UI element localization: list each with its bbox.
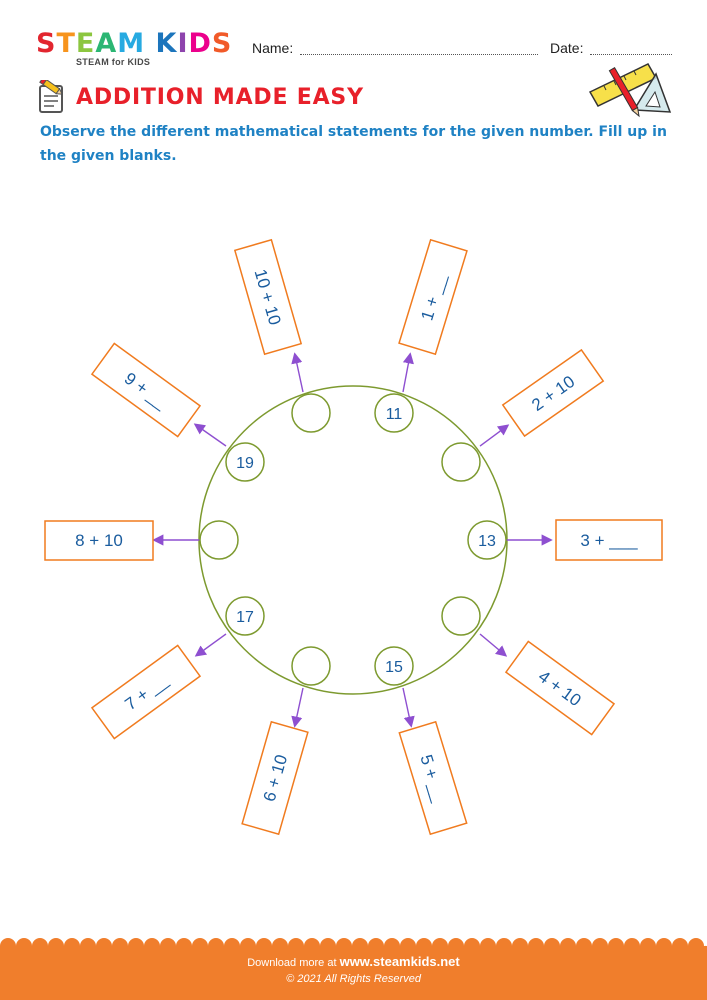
footer-copyright: © 2021 All Rights Reserved	[286, 973, 421, 985]
small-circle-bottom-left[interactable]	[291, 646, 331, 686]
worksheet-title: ADDITION MADE EASY	[76, 85, 364, 110]
logo-letter: S	[36, 28, 57, 59]
logo-letter: D	[188, 28, 212, 59]
equation-box-9-blank: 9 + __	[90, 342, 202, 438]
steam-kids-logo: STEAM KIDS STEAM for KIDS	[36, 30, 236, 70]
name-label: Name:	[252, 40, 294, 56]
footer-download: Download more at www.steamkids.net	[0, 954, 707, 969]
small-circle-top-left[interactable]	[291, 393, 331, 433]
date-label: Date:	[550, 40, 584, 56]
circle-number-lower-left: 17	[236, 609, 254, 626]
small-circle-upper-right[interactable]	[441, 442, 481, 482]
logo-letter: M	[117, 28, 146, 59]
big-circle	[198, 385, 508, 695]
logo-letter: A	[95, 28, 118, 59]
pencil-paper-icon	[39, 80, 63, 113]
logo-text: STEAM KIDS	[36, 30, 236, 58]
logo-letter: T	[56, 28, 76, 59]
arrow-bottom-left	[291, 687, 304, 728]
logo-letter: S	[211, 28, 233, 59]
footer-band	[0, 938, 707, 1000]
equation-box-1-blank: 1 + __	[398, 238, 468, 356]
equation-box-10-10: 10 + 10	[233, 238, 303, 356]
ruler-triangle-icon	[588, 63, 672, 118]
equation-box-7-blank: 7 + __	[90, 644, 202, 740]
arrow-top-right	[402, 352, 414, 393]
footer-site-link[interactable]: www.steamkids.net	[339, 954, 460, 969]
small-circle-lower-right[interactable]	[441, 596, 481, 636]
footer-download-prefix: Download more at	[247, 957, 337, 969]
arrow-upper-right	[479, 424, 510, 447]
circle-number-bottom-right: 15	[385, 659, 403, 676]
equation-box-2-10: 2 + 10	[501, 348, 605, 438]
small-circle-top-right	[374, 393, 414, 433]
small-circle-bottom-right	[374, 646, 414, 686]
logo-letter: I	[177, 28, 189, 59]
circle-number-top-right: 11	[386, 406, 403, 423]
arrow-lower-right	[479, 633, 508, 657]
arrow-bottom-right	[402, 687, 415, 728]
logo-subtext: STEAM for KIDS	[76, 57, 151, 67]
date-field[interactable]	[590, 54, 672, 55]
arrow-upper-left	[193, 423, 227, 447]
name-field[interactable]	[300, 54, 538, 55]
logo-letter: E	[75, 28, 96, 59]
box-text: 8 + 10	[75, 531, 123, 550]
small-circle-left[interactable]	[199, 520, 239, 560]
equation-box-4-10: 4 + 10	[504, 640, 616, 736]
arrow-lower-left	[194, 633, 227, 657]
arrow-top-left	[291, 352, 304, 393]
instructions: Observe the different mathematical state…	[40, 124, 667, 164]
equation-box-5-blank: 5 + __	[398, 720, 468, 836]
equation-box-3-blank: 3 + ___	[555, 519, 663, 561]
box-text: 3 + ___	[580, 531, 638, 550]
small-circle-right	[467, 520, 507, 560]
small-circle-lower-left	[225, 596, 265, 636]
logo-letter: K	[155, 28, 178, 59]
equation-box-6-10: 6 + 10	[241, 720, 309, 836]
equation-box-8-10: 8 + 10	[44, 520, 154, 561]
small-circle-upper-left	[225, 442, 265, 482]
circle-number-upper-left: 19	[236, 455, 254, 472]
circle-number-right: 13	[478, 533, 496, 550]
